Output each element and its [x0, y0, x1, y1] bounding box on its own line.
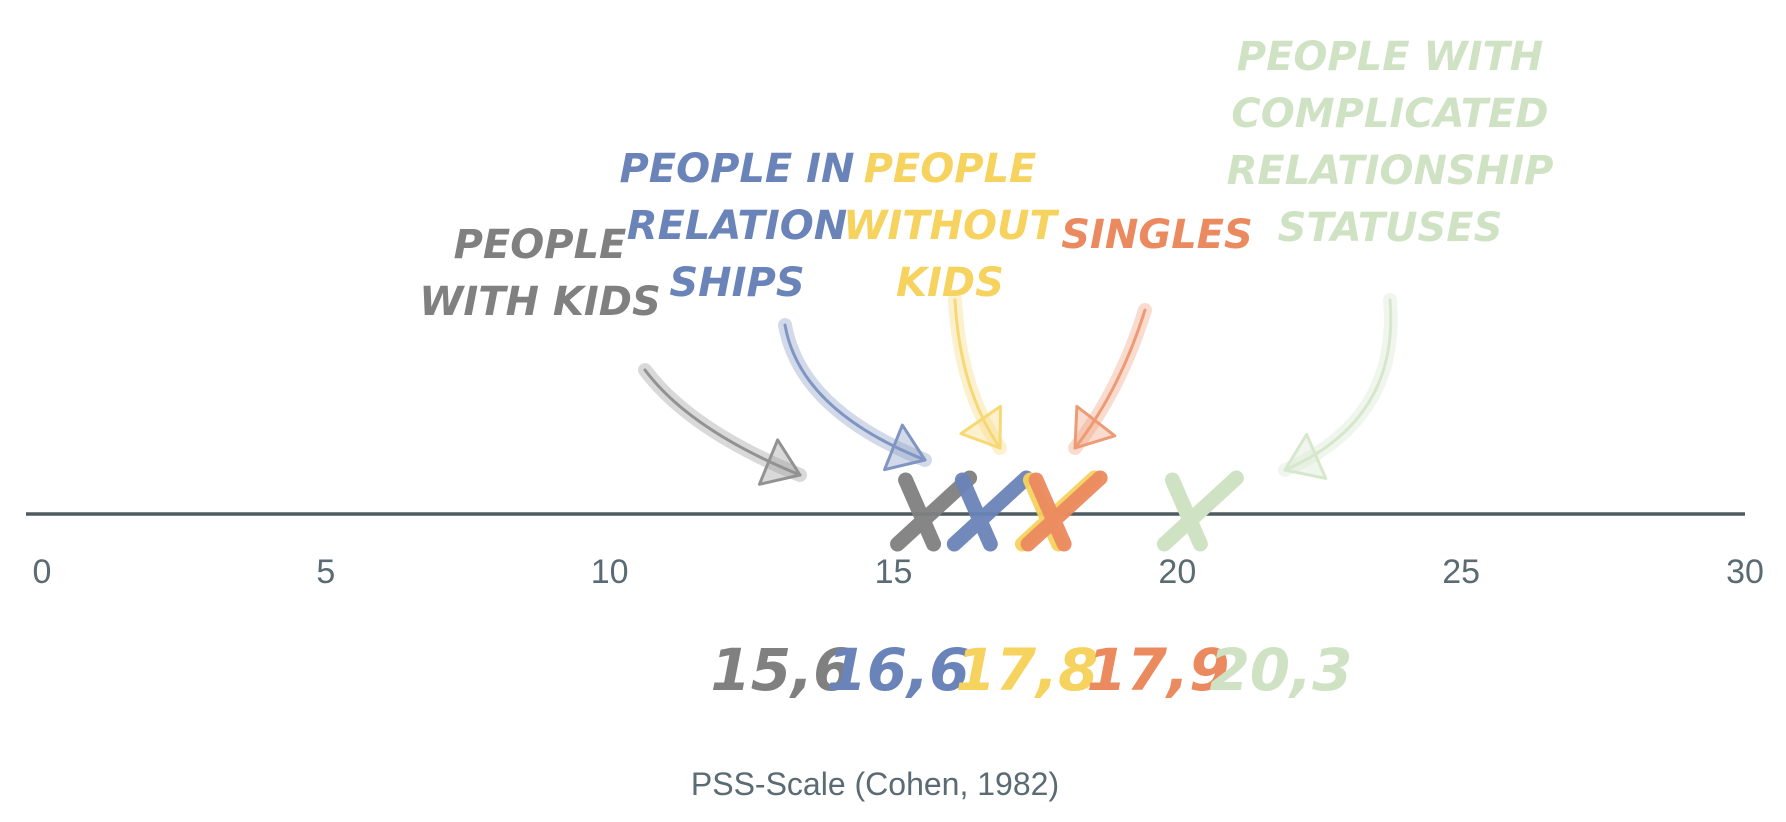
- pointer-arrow-icon: [1068, 303, 1152, 455]
- cross-marker-icon: [1156, 470, 1244, 552]
- tick-label: 15: [875, 553, 913, 591]
- pointer-arrow-icon: [1278, 293, 1398, 480]
- tick-label: 25: [1442, 553, 1480, 591]
- tick-label: 0: [33, 553, 52, 591]
- pointer-arrow-icon: [778, 318, 932, 472]
- group-label: SINGLES: [1061, 212, 1253, 258]
- tick-label: 20: [1158, 553, 1196, 591]
- value-label: 20,3: [1209, 636, 1352, 704]
- axis-title: PSS-Scale (Cohen, 1982): [691, 766, 1059, 802]
- cross-marker-icon: [1020, 470, 1108, 552]
- point-markers: [890, 470, 1244, 552]
- pointer-arrow-icon: [948, 293, 1007, 455]
- cross-marker-icon: [946, 470, 1034, 552]
- value-label: 17,8: [955, 636, 1098, 704]
- value-label: 16,6: [826, 636, 969, 704]
- tick-label: 10: [591, 553, 629, 591]
- tick-label: 5: [316, 553, 335, 591]
- cross-marker-icon: [890, 470, 978, 552]
- value-label: 17,9: [1086, 636, 1229, 704]
- tick-label: 30: [1726, 553, 1764, 591]
- value-labels: 15,616,617,817,920,3: [710, 636, 1352, 704]
- arrows: [638, 293, 1398, 486]
- tick-labels: 0 5 10 15 20 25 30: [33, 553, 1764, 591]
- value-label: 15,6: [710, 636, 853, 704]
- pointer-arrow-icon: [638, 363, 807, 486]
